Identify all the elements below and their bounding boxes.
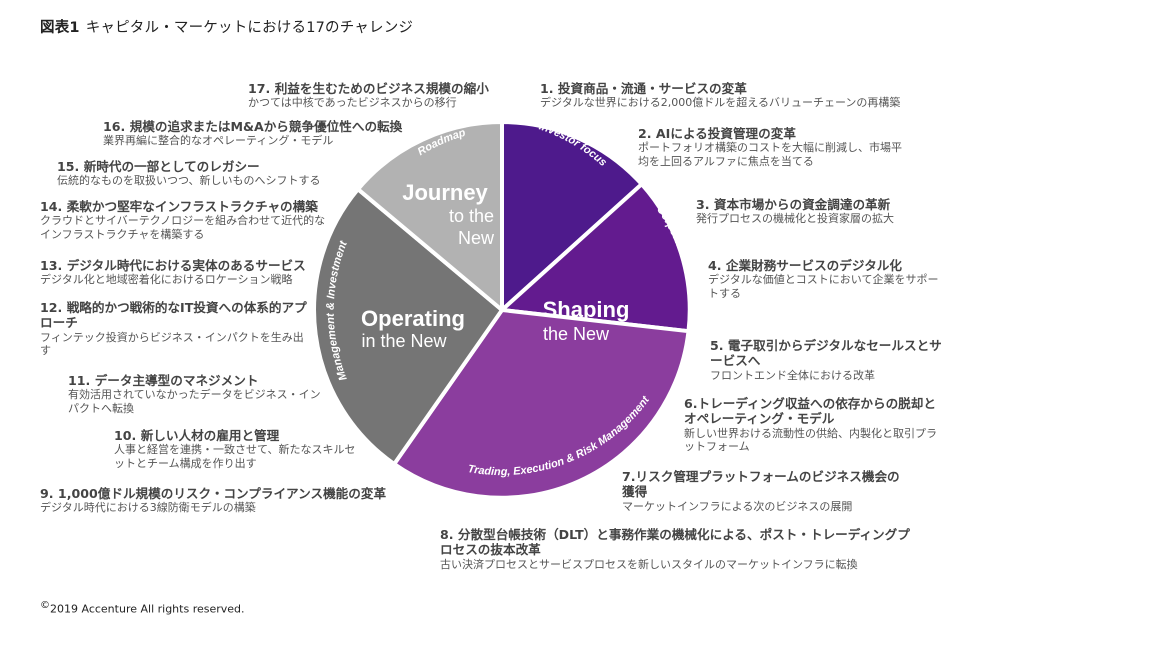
challenge-title: 2. AIによる投資管理の変革: [638, 126, 796, 141]
challenge-title: 3. 資本市場からの資金調達の革新: [696, 197, 891, 212]
copyright-notice: ©2019 Accenture All rights reserved.: [40, 600, 245, 616]
challenge-title: 9. 1,000億ドル規模のリスク・コンプライアンス機能の変革: [40, 486, 387, 501]
segment-corporate-focus: [500, 182, 692, 334]
challenge-desc: ポートフォリオ構築のコストを大幅に削減し、市場平均を上回るアルファに焦点を当てる: [638, 141, 902, 168]
segment-investor-focus: [500, 120, 644, 312]
challenge-desc: フロントエンド全体における改革: [710, 368, 875, 382]
challenge-desc: クラウドとサイバーテクノロジーを組み合わせて近代的なインフラストラクチャを構築す…: [40, 214, 326, 241]
challenge-desc: 人事と経営を連携・一致させて、新たなスキルセットとチーム構成を作り出す: [114, 443, 356, 470]
challenge-desc: デジタルな価値とコストにおいて企業をサポートする: [708, 273, 939, 300]
figure-title: 図表1 キャピタル・マーケットにおける17のチャレンジ: [40, 16, 413, 37]
section-subtitle-journey: to the: [449, 206, 494, 226]
section-subtitle-shaping: the New: [543, 324, 610, 344]
challenge-title: 12. 戦略的かつ戦術的なIT投資への体系的アプローチ: [40, 300, 307, 331]
challenge-title: 10. 新しい人材の雇用と管理: [114, 428, 280, 443]
challenge-desc: 古い決済プロセスとサービスプロセスを新しいスタイルのマーケットインフラに転換: [440, 557, 858, 571]
challenge-title: 16. 規模の追求またはM&Aから競争優位性への転換: [103, 119, 403, 134]
copyright-symbol: ©: [40, 600, 50, 611]
challenge-item-3: 3. 資本市場からの資金調達の革新 発行プロセスの機械化と投資家層の拡大: [696, 197, 894, 226]
challenge-item-1: 1. 投資商品・流通・サービスの変革 デジタルな世界における2,000億ドルを超…: [540, 81, 900, 110]
challenge-item-9: 9. 1,000億ドル規模のリスク・コンプライアンス機能の変革 デジタル時代にお…: [40, 486, 386, 515]
challenge-item-5: 5. 電子取引からデジタルなセールスとサービスへ フロントエンド全体における改革: [710, 338, 942, 382]
challenge-desc: マーケットインフラによる次のビジネスの展開: [622, 499, 853, 513]
challenge-desc: 発行プロセスの機械化と投資家層の拡大: [696, 212, 894, 226]
challenge-title: 8. 分散型台帳技術（DLT）と事務作業の機械化による、ポスト・トレーディングプ…: [440, 527, 910, 558]
challenge-item-17: 17. 利益を生むためのビジネス規模の縮小 かつては中核であったビジネスからの移…: [248, 81, 489, 110]
challenge-item-15: 15. 新時代の一部としてのレガシー 伝統的なものを取扱いつつ、新しいものへシフ…: [57, 159, 321, 188]
challenge-desc: デジタル時代における3線防衛モデルの構築: [40, 501, 256, 515]
challenge-title: 14. 柔軟かつ堅牢なインフラストラクチャの構築: [40, 199, 318, 214]
challenge-item-4: 4. 企業財務サービスのデジタル化 デジタルな価値とコストにおいて企業をサポート…: [708, 258, 946, 300]
challenge-desc: 有効活用されていなかったデータをビジネス・インパクトへ転換: [68, 388, 321, 415]
challenge-title: 7.リスク管理プラットフォームのビジネス機会の獲得: [622, 469, 900, 500]
challenge-title: 13. デジタル時代における実体のあるサービス: [40, 258, 306, 273]
challenge-item-10: 10. 新しい人材の雇用と管理 人事と経営を連携・一致させて、新たなスキルセット…: [114, 428, 364, 470]
challenge-item-6: 6.トレーディング収益への依存からの脱却とオペレーティング・モデル 新しい世界お…: [684, 396, 940, 454]
section-title-operating: Operating: [361, 306, 465, 331]
challenge-desc: 業界再編に整合的なオペレーティング・モデル: [103, 134, 334, 148]
segment-management-investment: [312, 187, 504, 466]
section-title-shaping: Shaping: [543, 297, 630, 322]
challenge-item-8: 8. 分散型台帳技術（DLT）と事務作業の機械化による、ポスト・トレーディングプ…: [440, 527, 916, 571]
challenge-item-13: 13. デジタル時代における実体のあるサービス デジタル化と地域密着化におけるロ…: [40, 258, 306, 287]
segment-trading-execution-risk: [392, 308, 691, 500]
challenge-title: 4. 企業財務サービスのデジタル化: [708, 258, 902, 273]
challenge-item-16: 16. 規模の追求またはM&Aから競争優位性への転換 業界再編に整合的なオペレー…: [103, 119, 402, 148]
segment-roadmap: [356, 120, 504, 312]
challenge-item-2: 2. AIによる投資管理の変革 ポートフォリオ構築のコストを大幅に削減し、市場平…: [638, 126, 908, 168]
challenge-item-7: 7.リスク管理プラットフォームのビジネス機会の獲得 マーケットインフラによる次の…: [622, 469, 906, 513]
challenge-title: 11. データ主導型のマネジメント: [68, 373, 259, 388]
challenge-desc: 伝統的なものを取扱いつつ、新しいものへシフトする: [57, 174, 321, 188]
challenge-title: 17. 利益を生むためのビジネス規模の縮小: [248, 81, 489, 96]
figure-number: 図表1: [40, 20, 80, 36]
challenge-desc: かつては中核であったビジネスからの移行: [248, 96, 457, 110]
challenge-desc: 新しい世界おける流動性の供給、内製化と取引プラットフォーム: [684, 426, 937, 454]
challenge-item-14: 14. 柔軟かつ堅牢なインフラストラクチャの構築 クラウドとサイバーテクノロジー…: [40, 199, 330, 241]
challenge-desc: デジタルな世界における2,000億ドルを超えるバリューチェーンの再構築: [540, 96, 901, 110]
challenge-item-11: 11. データ主導型のマネジメント 有効活用されていなかったデータをビジネス・イ…: [68, 373, 324, 415]
section-title-journey: Journey: [402, 180, 488, 205]
challenge-title: 1. 投資商品・流通・サービスの変革: [540, 81, 747, 96]
challenge-title: 5. 電子取引からデジタルなセールスとサービスへ: [710, 338, 942, 369]
section-subtitle-operating: in the New: [361, 331, 447, 351]
copyright-text: 2019 Accenture All rights reserved.: [50, 602, 245, 616]
section-subtitle-journey-new: New: [458, 228, 495, 248]
challenge-title: 6.トレーディング収益への依存からの脱却とオペレーティング・モデル: [684, 396, 936, 427]
challenge-desc: フィンテック投資からビジネス・インパクトを生み出す: [40, 330, 304, 358]
challenge-title: 15. 新時代の一部としてのレガシー: [57, 159, 260, 174]
challenge-item-12: 12. 戦略的かつ戦術的なIT投資への体系的アプローチ フィンテック投資からビジ…: [40, 300, 310, 358]
challenge-desc: デジタル化と地域密着化におけるロケーション戦略: [40, 273, 293, 287]
figure-title-text: キャピタル・マーケットにおける17のチャレンジ: [85, 20, 414, 36]
